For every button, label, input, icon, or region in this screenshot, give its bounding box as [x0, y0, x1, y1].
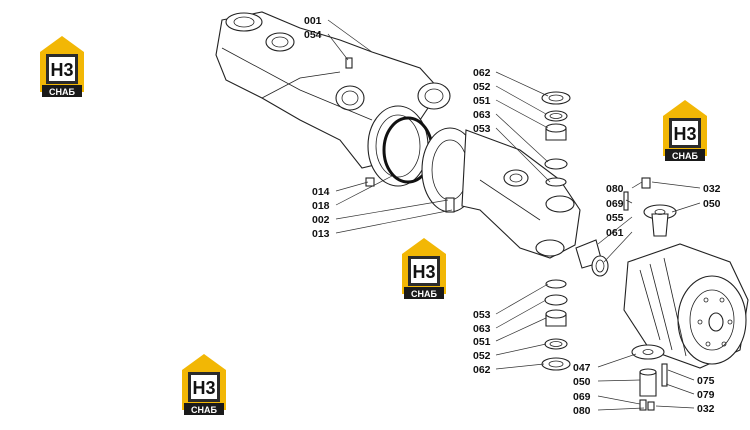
upper-washer-stack	[541, 91, 571, 187]
callout-013: 013	[312, 228, 330, 240]
lower-washer-stack	[541, 279, 571, 371]
callout-062-lower: 062	[473, 364, 491, 376]
callout-069-upper: 069	[606, 198, 624, 210]
watermark-logo-top-right: Н3 СНАБ	[663, 100, 707, 161]
callout-047: 047	[573, 362, 591, 374]
callout-069-lower: 069	[573, 391, 591, 403]
upper-pin-cap	[623, 177, 677, 237]
logo-mark: Н3	[50, 60, 73, 80]
callout-050-lower: 050	[573, 376, 591, 388]
callout-055: 055	[606, 212, 624, 224]
watermark-logo-center: Н3 СНАБ	[402, 238, 446, 299]
callout-061: 061	[606, 227, 624, 239]
logo-caption: СНАБ	[49, 87, 75, 97]
watermark-logo-top-left: Н3 СНАБ	[40, 36, 84, 97]
callout-labels: 001 054 062 052 051 063 053 014 018 002 …	[304, 15, 721, 417]
callout-062-upper: 062	[473, 67, 491, 79]
callout-051-lower: 051	[473, 336, 491, 348]
housing-flange	[365, 105, 434, 187]
callout-052-lower: 052	[473, 350, 491, 362]
logo-caption: СНАБ	[191, 405, 217, 415]
callout-053-lower: 053	[473, 309, 491, 321]
wheel-hub	[623, 243, 749, 369]
callout-018: 018	[312, 200, 330, 212]
callout-063-upper: 063	[473, 109, 491, 121]
callout-014: 014	[312, 186, 330, 198]
leader-lines	[327, 19, 701, 411]
callout-080-upper: 080	[606, 183, 624, 195]
callout-002: 002	[312, 214, 330, 226]
logo-mark: Н3	[673, 124, 696, 144]
logo-mark: Н3	[412, 262, 435, 282]
callout-063-lower: 063	[473, 323, 491, 335]
logo-caption: СНАБ	[672, 151, 698, 161]
callout-050-upper: 050	[703, 198, 721, 210]
logo-mark: Н3	[192, 378, 215, 398]
watermark-logo-bottom-left: Н3 СНАБ	[182, 354, 226, 415]
callout-075: 075	[697, 375, 715, 387]
callout-032-upper: 032	[703, 183, 721, 195]
callout-051-upper: 051	[473, 95, 491, 107]
callout-032-lower: 032	[697, 403, 715, 415]
callout-053-upper: 053	[473, 123, 491, 135]
callout-054: 054	[304, 29, 322, 41]
lower-pin-cap	[631, 344, 668, 411]
callout-079: 079	[697, 389, 715, 401]
callout-080-lower: 080	[573, 405, 591, 417]
callout-052-upper: 052	[473, 81, 491, 93]
bushing-and-seal	[575, 239, 609, 277]
axle-arm	[421, 127, 581, 259]
callout-001: 001	[304, 15, 322, 27]
logo-caption: СНАБ	[411, 289, 437, 299]
